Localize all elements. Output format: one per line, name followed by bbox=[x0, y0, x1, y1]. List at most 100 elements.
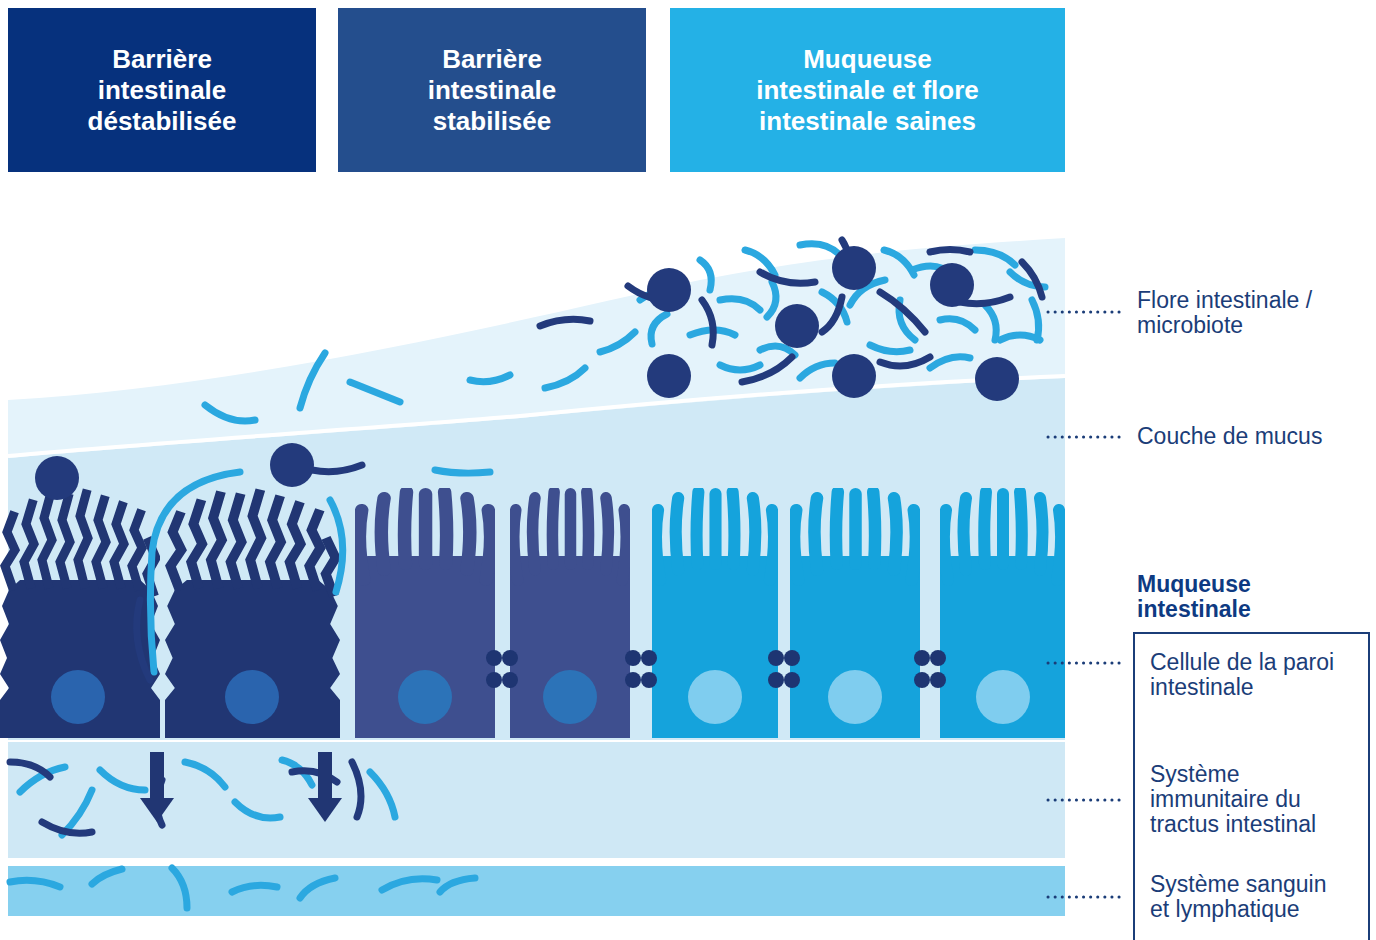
tight-junctions-part bbox=[914, 672, 930, 688]
bacteria-spheres bbox=[35, 246, 1019, 500]
tight-junctions-part bbox=[784, 672, 800, 688]
bacteria-dark-part bbox=[42, 822, 92, 833]
bacteria-light-part bbox=[150, 472, 240, 672]
tissue-layers-part bbox=[8, 866, 1065, 916]
intestinal-cells-part bbox=[652, 492, 778, 738]
bacteria-light-part bbox=[985, 305, 996, 340]
translocation-arrows bbox=[140, 752, 342, 822]
intestinal-cells-part bbox=[790, 492, 920, 738]
bacteria-light-part bbox=[300, 878, 335, 898]
bacteria-spheres-part bbox=[975, 357, 1019, 401]
bacteria-light-part bbox=[470, 375, 510, 382]
bacteria-dark-part bbox=[137, 600, 150, 680]
header-box: Barrière intestinale déstabilisée bbox=[8, 8, 316, 172]
bacteria-light-part bbox=[760, 346, 795, 355]
bacteria-spheres-part bbox=[832, 354, 876, 398]
cell-nuclei-part bbox=[688, 670, 742, 724]
bacteria-light-part bbox=[720, 299, 760, 310]
tight-junctions-part bbox=[930, 672, 946, 688]
bacteria-light-part bbox=[800, 363, 835, 378]
tight-junctions-part bbox=[486, 672, 502, 688]
layer-label: Cellule de la paroi intestinale bbox=[1150, 650, 1345, 700]
bacteria-light-part bbox=[382, 879, 437, 890]
header-text: Muqueuse intestinale et flore intestinal… bbox=[743, 44, 993, 137]
bacteria-light-part bbox=[205, 405, 255, 421]
header-box: Barrière intestinale stabilisée bbox=[338, 8, 646, 172]
layer-label: Couche de mucus bbox=[1137, 424, 1362, 449]
bacteria-dark-part bbox=[540, 319, 590, 326]
bacteria-light-part bbox=[651, 314, 667, 344]
header-box: Muqueuse intestinale et flore intestinal… bbox=[670, 8, 1065, 172]
bacteria-light-part bbox=[600, 332, 635, 352]
bacteria-light-part bbox=[700, 260, 711, 290]
bacteria-dark-part bbox=[822, 297, 842, 332]
bacteria-light-part bbox=[300, 353, 325, 408]
layer-label: Système sanguin et lymphatique bbox=[1150, 872, 1345, 922]
header-text: Barrière intestinale déstabilisée bbox=[62, 44, 262, 137]
cell-nuclei-part bbox=[543, 670, 597, 724]
bacteria-dark-part bbox=[702, 300, 713, 345]
bacteria-dark bbox=[10, 240, 1042, 833]
cell-nuclei-part bbox=[398, 670, 452, 724]
bacteria-light-part bbox=[767, 282, 776, 317]
bacteria-light-part bbox=[975, 250, 1015, 265]
cell-nuclei bbox=[51, 670, 1030, 724]
bacteria-dark-part bbox=[742, 357, 792, 382]
cell-nuclei-part bbox=[51, 670, 105, 724]
leader-lines-part bbox=[1048, 311, 1124, 314]
bacteria-light-part bbox=[172, 868, 187, 908]
bacteria-spheres-part bbox=[35, 456, 79, 500]
bacteria-dark-part bbox=[312, 465, 362, 472]
tight-junctions-part bbox=[486, 650, 502, 666]
section-heading: Muqueuse intestinale bbox=[1137, 572, 1357, 622]
bacteria-spheres-part bbox=[270, 443, 314, 487]
translocation-arrows-part bbox=[140, 798, 174, 822]
bacteria-light-part bbox=[92, 869, 122, 884]
leader-lines-part bbox=[1048, 662, 1124, 665]
bacteria-light-part bbox=[330, 500, 343, 592]
bacteria-light-part bbox=[10, 880, 60, 887]
tight-junctions-part bbox=[768, 650, 784, 666]
tight-junctions-part bbox=[625, 650, 641, 666]
tissue-layers bbox=[8, 238, 1065, 916]
bacteria-light-part bbox=[370, 772, 395, 817]
bacteria-light-part bbox=[720, 365, 760, 370]
bacteria-light bbox=[10, 244, 1045, 908]
tight-junctions-part bbox=[502, 672, 518, 688]
tight-junctions-part bbox=[914, 650, 930, 666]
bacteria-light-part bbox=[100, 770, 145, 790]
bracket-group: Muqueuse intestinaleCellule de la paroi … bbox=[1133, 570, 1373, 940]
tight-junctions-part bbox=[641, 672, 657, 688]
bacteria-spheres-part bbox=[775, 304, 819, 348]
tight-junctions-part bbox=[641, 650, 657, 666]
bacteria-dark-part bbox=[1022, 262, 1042, 297]
bacteria-light-part bbox=[440, 878, 475, 892]
translocation-arrows-part bbox=[318, 752, 332, 800]
leader-lines-part bbox=[1048, 436, 1124, 439]
cell-nuclei-part bbox=[828, 670, 882, 724]
bacteria-dark-part bbox=[760, 272, 815, 283]
bacteria-light-part bbox=[185, 762, 225, 787]
bacteria-light-part bbox=[350, 382, 400, 402]
bacteria-dark-part bbox=[10, 762, 50, 777]
intestinal-cells-part bbox=[165, 494, 340, 738]
bacteria-light-part bbox=[1032, 300, 1039, 340]
tight-junctions bbox=[486, 650, 946, 688]
bacteria-dark-part bbox=[880, 292, 925, 332]
bacteria-dark-part bbox=[880, 357, 930, 366]
leader-lines-part bbox=[1048, 896, 1124, 899]
leader-lines bbox=[1048, 312, 1124, 897]
cell-nuclei-part bbox=[225, 670, 279, 724]
bacteria-light-part bbox=[235, 802, 280, 818]
intestinal-cells-part bbox=[355, 492, 495, 738]
cell-nuclei-part bbox=[976, 670, 1030, 724]
bacteria-light-part bbox=[62, 790, 92, 835]
bacteria-light-part bbox=[435, 470, 490, 473]
intestinal-cells-part bbox=[0, 494, 160, 738]
bacteria-light-part bbox=[930, 357, 970, 368]
tissue-layers-part bbox=[8, 376, 1065, 456]
bacteria-spheres-part bbox=[647, 268, 691, 312]
bacteria-spheres-part bbox=[930, 263, 974, 307]
bacteria-light-part bbox=[232, 885, 277, 892]
